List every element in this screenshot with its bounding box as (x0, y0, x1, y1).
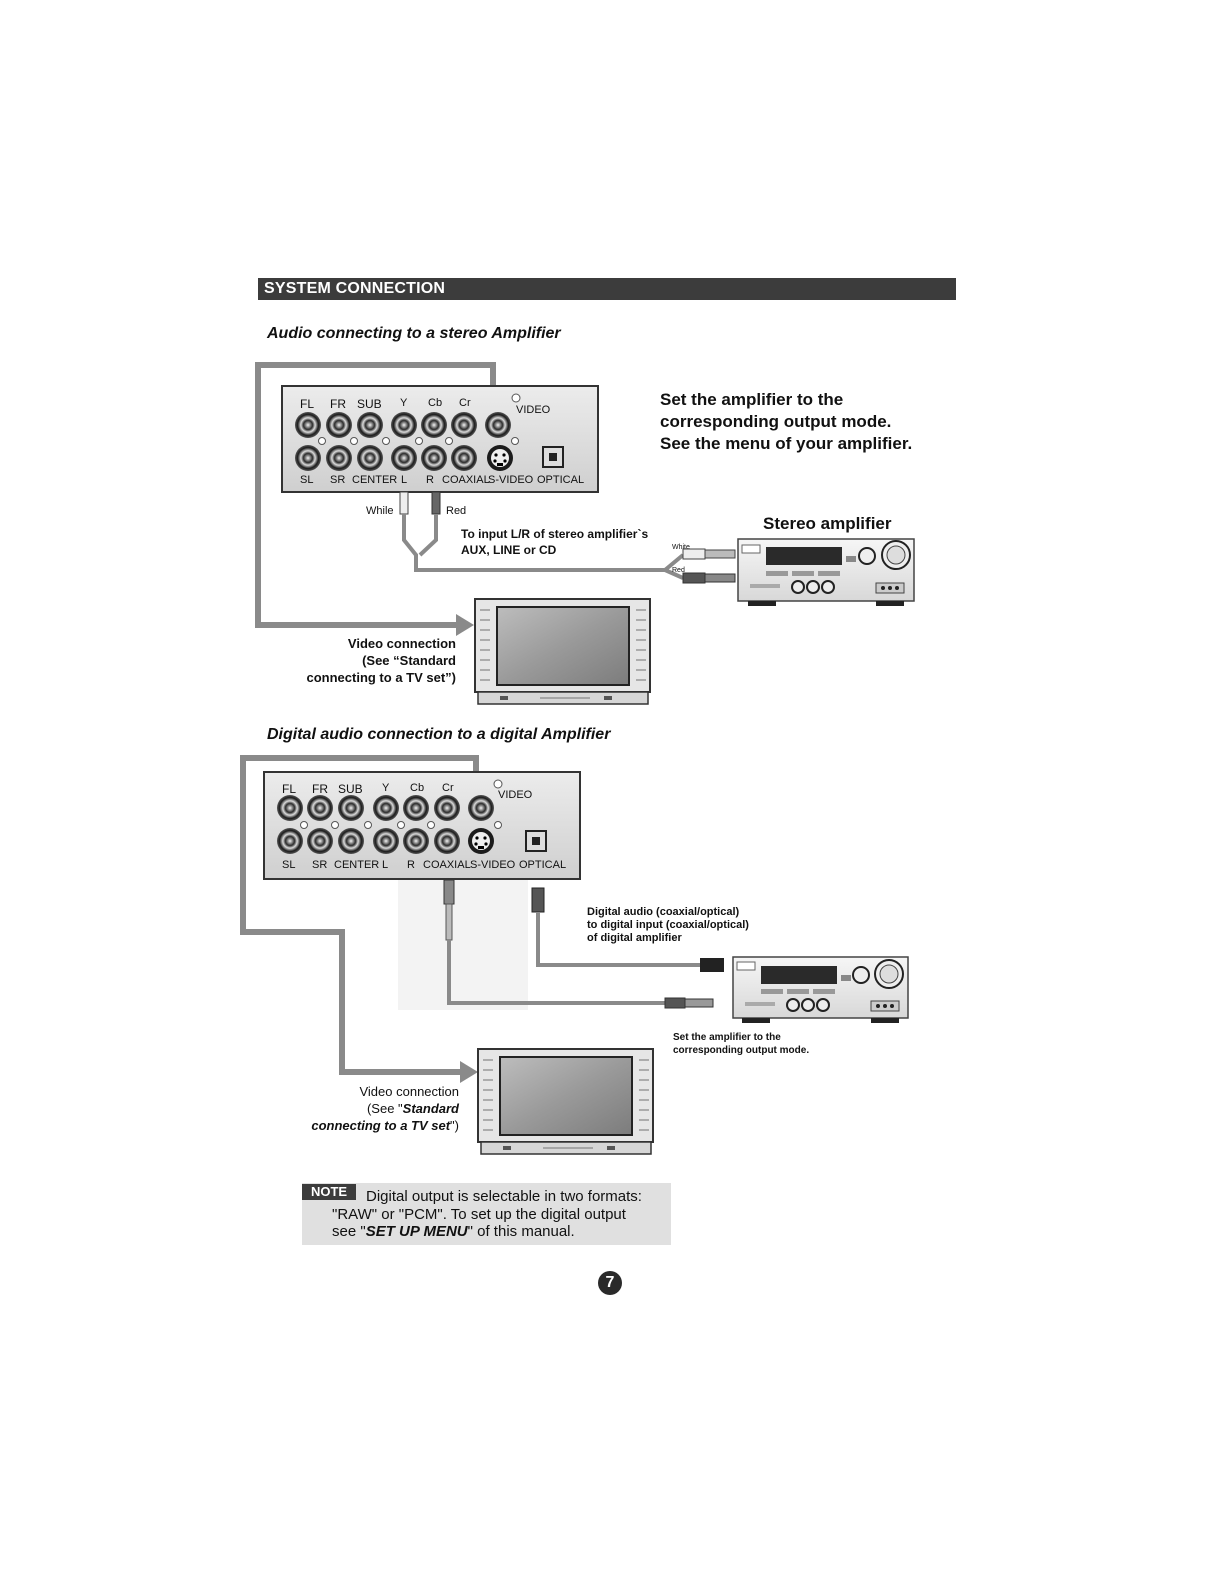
page-number: 7 (598, 1271, 622, 1295)
caption-emphasis: Standard (402, 1101, 459, 1116)
note-tag: NOTE (302, 1184, 356, 1200)
digital-audio-note: Digital audio (coaxial/optical) to digit… (587, 906, 749, 945)
stereo-amplifier-title: Stereo amplifier (763, 514, 892, 533)
stereo-input-note: To input L/R of stereo amplifier`s AUX, … (461, 526, 648, 558)
digital-audio-note-line: to digital input (coaxial/optical) (587, 919, 749, 931)
jack-label-r-2: R (407, 859, 415, 871)
amplifier-instruction: Set the amplifier to the corresponding o… (660, 389, 912, 455)
stereo-input-note-line: AUX, LINE or CD (461, 543, 557, 557)
cable-label-white: While (366, 505, 394, 517)
section2-title: Digital audio connection to a digital Am… (267, 726, 611, 743)
note-line-1: Digital output is selectable in two form… (366, 1188, 642, 1205)
caption-text: ") (450, 1118, 459, 1133)
jack-label-fr-2: FR (312, 782, 328, 796)
jack-label-center-2: CENTER (334, 859, 380, 871)
section-header: SYSTEM CONNECTION (258, 278, 956, 300)
note-text: see " (332, 1223, 366, 1240)
jack-label-cb-2: Cb (410, 782, 425, 794)
digital-amp-note-line: corresponding output mode. (673, 1045, 810, 1056)
jack-label-l-2: L (382, 859, 389, 871)
jack-label-y: Y (400, 397, 408, 409)
rear-panel-1 (281, 385, 599, 493)
amp-red-label: Red (672, 567, 685, 574)
optical-cable (531, 887, 724, 972)
instruction-line: See the menu of your amplifier. (660, 434, 913, 453)
coaxial-cable (443, 879, 714, 1009)
video-cable-arrow-1 (456, 614, 474, 636)
jack-label-sub-2: SUB (338, 782, 363, 796)
video-connection-caption-2: Video connection (See "Standard connecti… (260, 1083, 459, 1134)
jack-label-sl: SL (300, 474, 314, 486)
jack-label-y-2: Y (382, 782, 390, 794)
stereo-cables-1 (399, 491, 736, 584)
digital-cable-backdrop (398, 880, 528, 1010)
note-line-3: see "SET UP MENU" of this manual. (332, 1223, 575, 1241)
jack-label-center: CENTER (352, 474, 398, 486)
jack-label-fr: FR (330, 397, 346, 411)
jack-label-sr-2: SR (312, 859, 328, 871)
video-connection-caption-1: Video connection (See “Standard connecti… (260, 635, 456, 686)
cable-label-red: Red (446, 505, 467, 517)
caption-emphasis: connecting to a TV set (311, 1118, 451, 1133)
amp-white-label: White (672, 544, 690, 551)
tv-set-1 (474, 598, 651, 705)
jack-label-cb: Cb (428, 397, 443, 409)
jack-label-optical-2: OPTICAL (519, 859, 567, 871)
jack-label-coaxial: COAXIAL (442, 474, 490, 486)
jack-label-fl-2: FL (282, 782, 297, 796)
caption-line: Video connection (347, 636, 456, 651)
rear-panel-1-jacks (295, 393, 564, 471)
video-cable-2 (240, 755, 479, 1075)
jack-label-sl-2: SL (282, 859, 296, 871)
note-emphasis: SET UP MENU (365, 1223, 468, 1240)
stereo-input-note-line: To input L/R of stereo amplifier`s (461, 527, 649, 541)
jack-label-video-2: VIDEO (498, 789, 533, 801)
jack-label-cr-2: Cr (442, 782, 454, 794)
jack-label-video: VIDEO (516, 404, 551, 416)
rear-panel-2 (263, 771, 581, 880)
section1-title: Audio connecting to a stereo Amplifier (267, 325, 561, 342)
note-text: " of this manual. (467, 1223, 575, 1240)
note-box (302, 1183, 671, 1245)
digital-amp-note: Set the amplifier to the corresponding o… (673, 1031, 809, 1057)
jack-label-fl: FL (300, 397, 315, 411)
note-line-2: "RAW" or "PCM". To set up the digital ou… (332, 1206, 626, 1223)
caption-line: connecting to a TV set”) (306, 670, 456, 685)
digital-amplifier (732, 956, 909, 1023)
instruction-line: corresponding output mode. (660, 412, 892, 431)
jack-label-s-video: S-VIDEO (488, 474, 534, 486)
caption-text: (See " (366, 1101, 403, 1116)
stereo-amplifier (737, 538, 915, 606)
jack-label-l: L (401, 474, 408, 486)
jack-label-coaxial-2: COAXIAL (423, 859, 471, 871)
digital-amp-note-line: Set the amplifier to the (673, 1032, 781, 1043)
jack-label-r: R (426, 474, 434, 486)
instruction-line: Set the amplifier to the (660, 390, 844, 409)
digital-audio-note-line: Digital audio (coaxial/optical) (587, 906, 740, 918)
caption-line: Video connection (359, 1084, 459, 1099)
jack-label-sub: SUB (357, 397, 382, 411)
caption-line: (See “Standard (362, 653, 456, 668)
digital-audio-note-line: of digital amplifier (587, 932, 682, 944)
tv-set-2 (477, 1048, 654, 1155)
jack-label-sr: SR (330, 474, 346, 486)
jack-label-cr: Cr (459, 397, 471, 409)
caption-line: (See "Standard (260, 1100, 459, 1117)
rear-panel-2-jacks (277, 779, 547, 854)
video-cable-1 (255, 362, 496, 628)
jack-label-s-video-2: S-VIDEO (470, 859, 516, 871)
caption-line: connecting to a TV set") (260, 1117, 459, 1134)
video-cable-arrow-2 (460, 1061, 478, 1083)
jack-label-optical: OPTICAL (537, 474, 585, 486)
